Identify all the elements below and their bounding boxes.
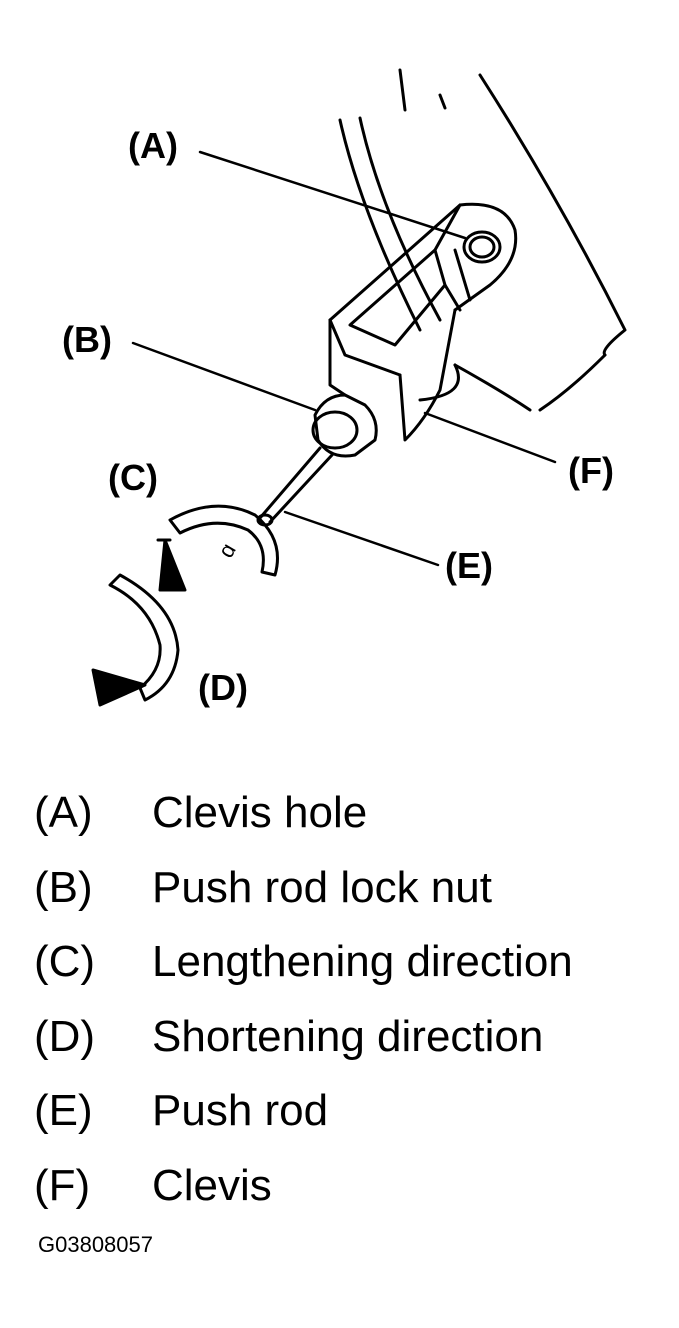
legend-text: Lengthening direction <box>152 937 573 987</box>
shortening-arrow <box>91 573 180 707</box>
lengthening-arrow: ɑ <box>156 504 279 592</box>
callout-c: (C) <box>108 457 158 498</box>
legend-row-d: (D) Shortening direction <box>34 1000 674 1075</box>
callout-e: (E) <box>445 545 493 586</box>
pedal-arm <box>338 68 627 412</box>
figure-id: G03808057 <box>38 1232 153 1257</box>
callout-a: (A) <box>128 125 178 166</box>
legend-row-c: (C) Lengthening direction <box>34 925 674 1000</box>
legend-text: Push rod lock nut <box>152 862 492 912</box>
legend-text: Clevis hole <box>152 788 368 838</box>
callout-d: (D) <box>198 667 248 708</box>
legend-text: Clevis <box>152 1160 272 1210</box>
clevis-hole <box>462 230 502 264</box>
clevis <box>328 202 518 442</box>
legend-key: (E) <box>34 1086 93 1136</box>
legend-key: (B) <box>34 862 93 912</box>
legend-row-a: (A) Clevis hole <box>34 776 674 851</box>
legend-text: Shortening direction <box>152 1011 544 1061</box>
legend-key: (D) <box>34 1011 96 1061</box>
callout-b: (B) <box>62 319 112 360</box>
push-rod-diagram: ɑ (A) (B) (C) (D) (E) (F) <box>62 68 627 708</box>
svg-text:ɑ: ɑ <box>213 539 241 562</box>
legend: (A) Clevis hole (B) Push rod lock nut (C… <box>34 776 674 1223</box>
legend-row-f: (F) Clevis <box>34 1149 674 1224</box>
legend-row-e: (E) Push rod <box>34 1074 674 1149</box>
legend-text: Push rod <box>152 1086 329 1136</box>
callout-f: (F) <box>568 450 614 491</box>
legend-row-b: (B) Push rod lock nut <box>34 851 674 926</box>
legend-key: (F) <box>34 1160 91 1210</box>
push-rod <box>256 446 334 527</box>
legend-key: (A) <box>34 788 93 838</box>
legend-key: (C) <box>34 937 96 987</box>
leader-lines <box>131 150 557 567</box>
lock-nut <box>311 393 378 458</box>
